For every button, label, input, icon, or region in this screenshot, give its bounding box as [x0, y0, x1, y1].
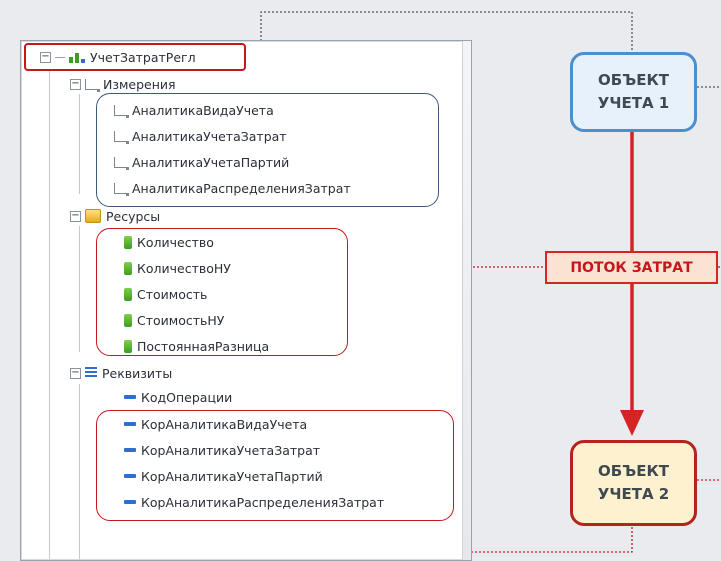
dimension-item-icon: [114, 104, 129, 118]
group-label: Ресурсы: [106, 208, 161, 224]
item-label: КорАналитикаРаспределенияЗатрат: [141, 494, 385, 510]
cost-flow-label[interactable]: ПОТОК ЗАТРАТ: [545, 251, 718, 284]
tree-item[interactable]: КорАналитикаУчетаЗатрат: [124, 439, 320, 461]
item-label: АналитикаВидаУчета: [132, 102, 274, 118]
register-tree-panel: [20, 40, 472, 561]
tree-guide-resources: [79, 226, 80, 352]
tree-item[interactable]: ПостояннаяРазница: [124, 335, 269, 357]
resource-item-icon: [124, 339, 132, 353]
resource-item-icon: [124, 261, 132, 275]
tree-root-label: УчетЗатратРегл: [90, 49, 196, 65]
object2-node[interactable]: ОБЪЕКТ УЧЕТА 2: [570, 440, 697, 526]
tree-item[interactable]: АналитикаУчетаЗатрат: [114, 125, 287, 147]
collapse-toggle-icon[interactable]: −: [70, 77, 81, 90]
tree-guide-root: [49, 66, 50, 559]
tree-connector: [55, 56, 65, 58]
dimensions-group-outline: [96, 93, 439, 207]
resource-item-icon: [124, 287, 132, 301]
tree-guide-dimensions: [79, 94, 80, 194]
tree-item[interactable]: КоличествоНУ: [124, 257, 231, 279]
attribute-item-icon: [124, 500, 136, 504]
root-highlight-box: [24, 43, 246, 71]
object1-line2: УЧЕТА 1: [597, 94, 670, 112]
flow-arrow-head: [620, 410, 644, 436]
dimension-item-icon: [114, 182, 129, 196]
attribute-item-icon: [124, 395, 136, 399]
item-label: КорАналитикаВидаУчета: [141, 416, 308, 432]
register-icon: [69, 52, 85, 63]
item-label: КорАналитикаУчетаПартий: [141, 468, 323, 484]
collapse-toggle-icon[interactable]: −: [70, 366, 81, 379]
object1-line1: ОБЪЕКТ: [597, 71, 669, 89]
tree-item[interactable]: АналитикаВидаУчета: [114, 99, 274, 121]
object1-node[interactable]: ОБЪЕКТ УЧЕТА 1: [570, 52, 697, 132]
resource-item-icon: [124, 235, 132, 249]
collapse-toggle-icon[interactable]: −: [40, 50, 51, 63]
item-label: АналитикаРаспределенияЗатрат: [132, 180, 351, 196]
tree-item[interactable]: СтоимостьНУ: [124, 309, 224, 331]
dimensions-icon: [85, 78, 100, 92]
item-label: АналитикаУчетаПартий: [132, 154, 290, 170]
group-label: Реквизиты: [102, 365, 173, 381]
tree-group-resources[interactable]: − Ресурсы: [70, 205, 160, 227]
attributes-icon: [85, 367, 97, 379]
item-label: СтоимостьНУ: [137, 312, 225, 328]
collapse-toggle-icon[interactable]: −: [70, 209, 81, 222]
tree-item[interactable]: АналитикаРаспределенияЗатрат: [114, 177, 351, 199]
cost-flow-text: ПОТОК ЗАТРАТ: [570, 259, 693, 276]
tree-item[interactable]: КорАналитикаВидаУчета: [124, 413, 307, 435]
attribute-item-icon: [124, 448, 136, 452]
tree-group-attributes[interactable]: − Реквизиты: [70, 362, 172, 384]
item-label: ПостояннаяРазница: [137, 338, 270, 354]
item-label: КоличествоНУ: [137, 260, 231, 276]
item-label: КодОперации: [141, 389, 233, 405]
item-label: АналитикаУчетаЗатрат: [132, 128, 287, 144]
tree-group-dimensions[interactable]: − Измерения: [70, 73, 176, 95]
tree-item[interactable]: АналитикаУчетаПартий: [114, 151, 289, 173]
attribute-item-icon: [124, 422, 136, 426]
dimension-item-icon: [114, 156, 129, 170]
tree-guide-attributes: [79, 384, 80, 559]
tree-item[interactable]: КорАналитикаРаспределенияЗатрат: [124, 491, 384, 513]
resource-item-icon: [124, 313, 132, 327]
resources-group-outline: [96, 228, 348, 356]
object2-line1: ОБЪЕКТ: [597, 462, 669, 480]
resources-icon: [85, 209, 101, 223]
object2-line2: УЧЕТА 2: [597, 485, 670, 503]
attribute-item-icon: [124, 474, 136, 478]
panel-scroll-edge[interactable]: [462, 41, 471, 560]
group-label: Измерения: [103, 76, 176, 92]
tree-root-row[interactable]: − УчетЗатратРегл: [40, 46, 196, 68]
tree-item[interactable]: КорАналитикаУчетаПартий: [124, 465, 323, 487]
item-label: Стоимость: [137, 286, 208, 302]
tree-item[interactable]: Количество: [124, 231, 214, 253]
tree-item[interactable]: Стоимость: [124, 283, 207, 305]
item-label: КорАналитикаУчетаЗатрат: [141, 442, 321, 458]
item-label: Количество: [137, 234, 214, 250]
tree-item[interactable]: КодОперации: [124, 386, 232, 408]
dimension-item-icon: [114, 130, 129, 144]
attributes-group-outline: [96, 410, 454, 521]
